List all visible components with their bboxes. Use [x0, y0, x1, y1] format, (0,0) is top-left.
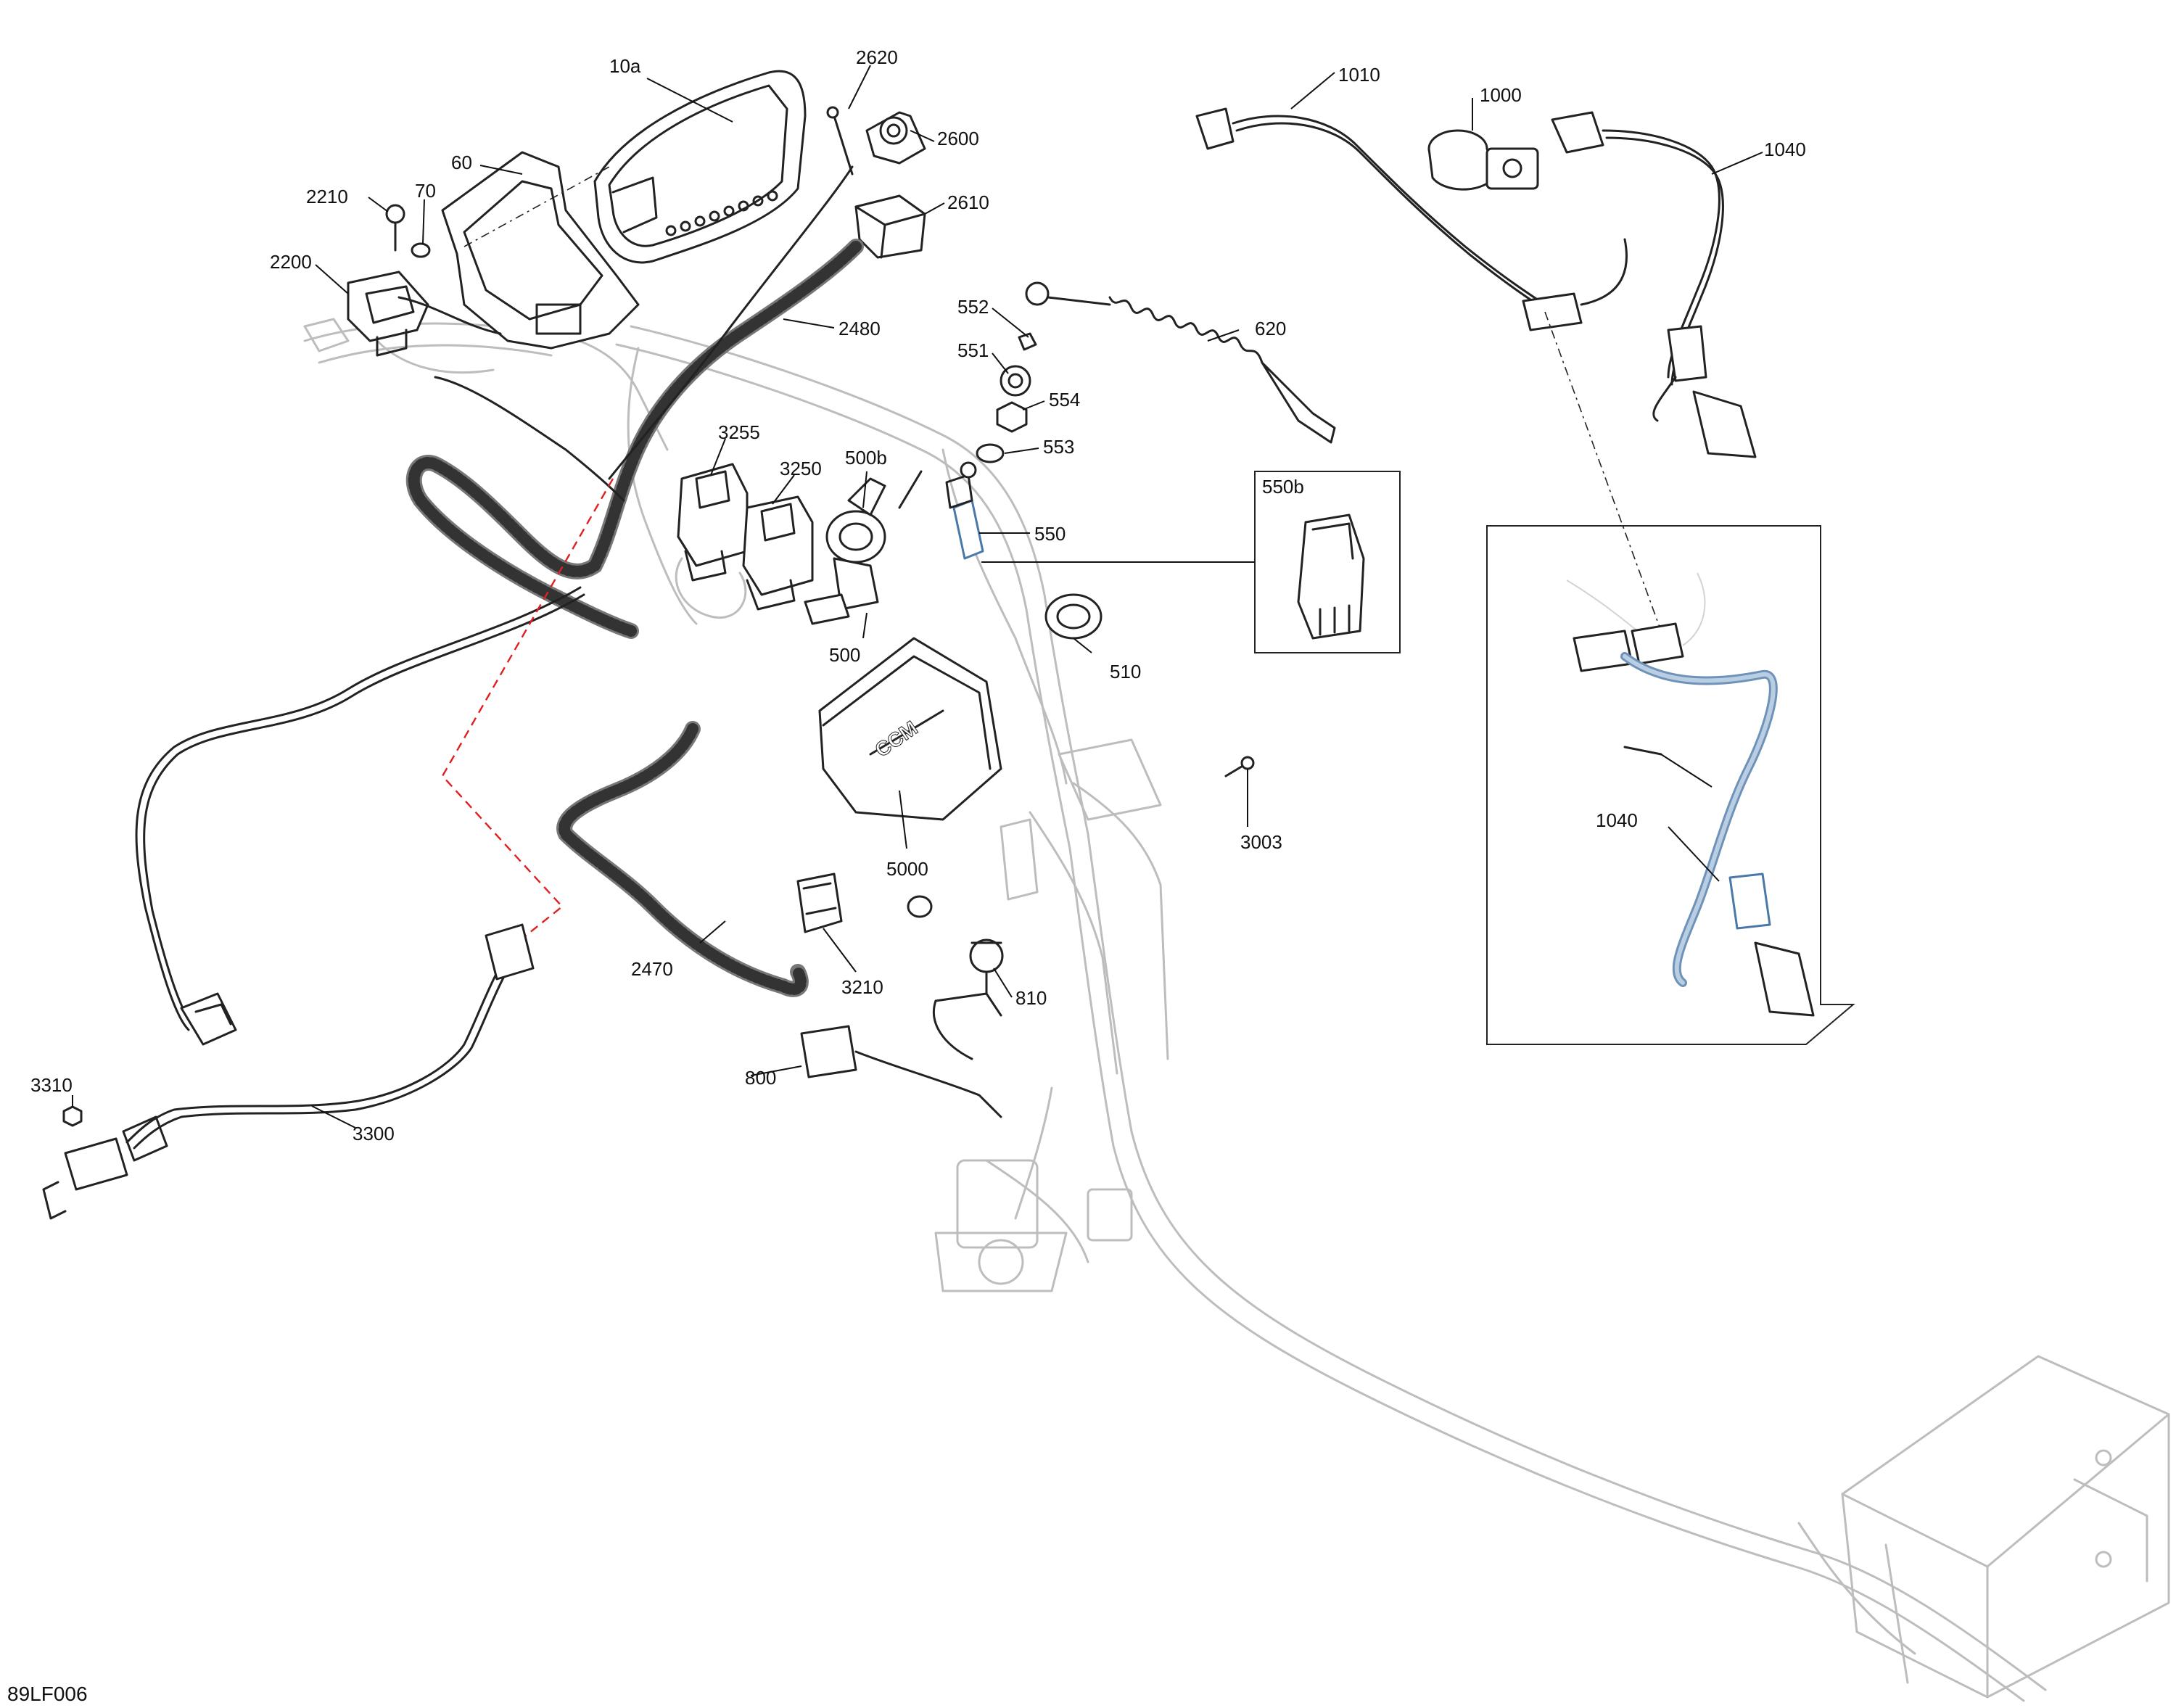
callout-510: 510: [1110, 661, 1141, 682]
callout-551: 551: [957, 339, 989, 361]
callout-2470: 2470: [631, 958, 673, 980]
inset-box-1040: [1486, 525, 1855, 1045]
cluster-bracket-60: [441, 151, 640, 350]
switch-2600: [865, 111, 926, 165]
power-socket-1000: [1427, 129, 1539, 191]
battery-box-ghost: [1797, 1355, 2170, 1699]
callout-3310: 3310: [30, 1074, 73, 1096]
callout-3250: 3250: [780, 458, 822, 479]
instrument-cluster-10a: [593, 70, 807, 264]
screw-3003: [1224, 756, 1255, 777]
harness-3300: [42, 923, 535, 1220]
control-module-5000: CCM: [818, 637, 1002, 821]
corrugated-harness-2470: [556, 721, 809, 997]
callout-550b: 550b: [1262, 476, 1304, 498]
switch-3250: [742, 495, 814, 611]
callout-3210: 3210: [841, 976, 883, 998]
callout-620: 620: [1255, 318, 1286, 339]
module-2200: [347, 271, 502, 357]
callout-5000: 5000: [886, 858, 928, 880]
harness-wire-left: [135, 586, 585, 1046]
callout-3300: 3300: [353, 1123, 395, 1144]
harness-1040-top: [1551, 111, 1757, 458]
sensor-810: [934, 938, 1004, 1017]
connector-800: [800, 999, 1002, 1118]
bolt-3310: [62, 1105, 83, 1127]
callout-labels: 10a 2620 2600 2610 60 70 2210 2200 2480 …: [30, 46, 1806, 1144]
callout-800: 800: [745, 1067, 776, 1089]
callout-553: 553: [1043, 436, 1074, 458]
callout-70: 70: [415, 180, 436, 202]
callout-1040-dashed: [1544, 311, 1662, 632]
callout-10a: 10a: [609, 55, 641, 77]
harness-1010: [1195, 107, 1628, 331]
connector-3210: [796, 872, 843, 933]
connector-550: [945, 461, 984, 560]
key-500b: [847, 470, 923, 516]
switch-3255: [677, 463, 749, 582]
cluster-indicator-dots: [665, 190, 778, 236]
corrugated-harness-2480: [405, 165, 864, 639]
callout-1040-inset: 1040: [1596, 809, 1638, 831]
screw-2210: [385, 204, 405, 252]
callout-2620: 2620: [856, 46, 898, 68]
callout-3255: 3255: [718, 421, 760, 443]
callout-554: 554: [1049, 389, 1080, 411]
connector-2610: [854, 194, 926, 259]
callout-2210: 2210: [306, 186, 348, 207]
washer-553: [976, 443, 1005, 463]
callout-1000: 1000: [1480, 84, 1522, 106]
lanyard-620: [1025, 281, 1336, 444]
callout-552: 552: [957, 296, 989, 318]
callout-500: 500: [829, 644, 860, 666]
bezel-510: [1044, 593, 1103, 640]
callout-550: 550: [1034, 523, 1066, 545]
callout-1010: 1010: [1338, 64, 1380, 86]
solenoid-ghost: [934, 1159, 1133, 1292]
routing-path-dashed: [441, 478, 614, 951]
callout-3003: 3003: [1240, 831, 1282, 853]
diagram-id: 89LF006: [7, 1683, 88, 1705]
ignition-switch-500: [804, 510, 886, 625]
inset-box-550b: [1254, 471, 1401, 653]
callout-2600: 2600: [937, 128, 979, 149]
screw-2620: [826, 106, 854, 176]
callout-1040: 1040: [1764, 139, 1806, 160]
leader-lines: [72, 65, 1763, 1129]
callout-2200: 2200: [270, 251, 312, 273]
callout-810: 810: [1015, 987, 1047, 1009]
highlighted-harness-1040: [1620, 652, 1778, 987]
bolt-module-mount: [907, 895, 933, 918]
nut-554: [996, 401, 1028, 433]
callout-500b: 500b: [845, 447, 887, 469]
callout-60: 60: [451, 152, 472, 173]
vehicle-frame-ghost: [303, 318, 2170, 1702]
callout-2610: 2610: [947, 191, 989, 213]
callout-2480: 2480: [838, 318, 881, 339]
washer-70: [411, 242, 431, 258]
